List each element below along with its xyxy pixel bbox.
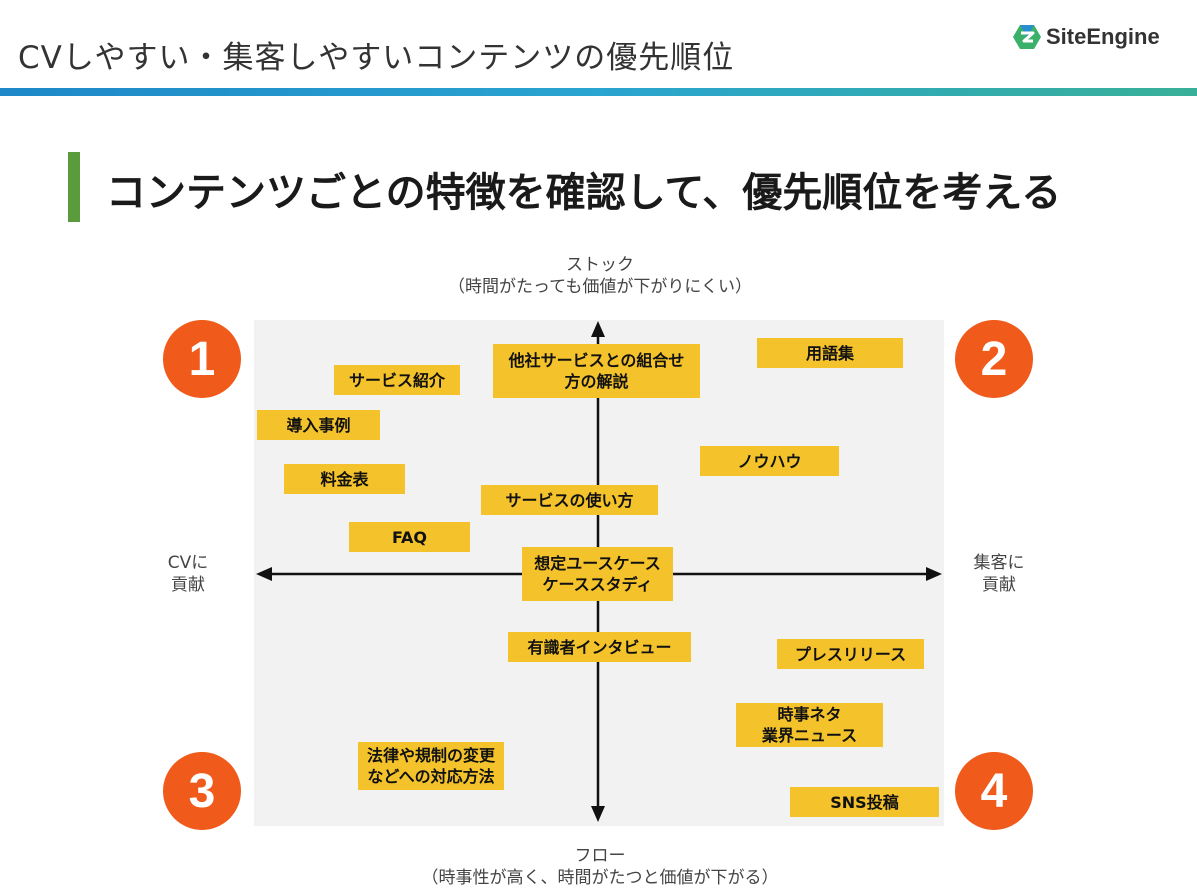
item-partner-combination-line1: 他社サービスとの組合せ [508,351,685,370]
axis-left-line1: CVに [167,553,209,573]
item-news: 時事ネタ 業界ニュース [736,703,883,747]
axis-top-subtitle: （時間がたっても価値が下がりにくい） [448,277,752,297]
axis-top-title: ストック [566,255,634,275]
header-title: CVしやすい・集客しやすいコンテンツの優先順位 [18,40,735,76]
item-law-regulation: 法律や規制の変更 などへの対応方法 [358,742,504,790]
arrow-down-icon [591,806,605,822]
item-news-line1: 時事ネタ [777,705,842,724]
item-glossary: 用語集 [757,338,903,368]
item-use-case-line2: ケーススタディ [542,575,653,594]
axis-right-line2: 貢献 [982,575,1016,595]
item-sns: SNS投稿 [790,787,939,817]
axis-left-line2: 貢献 [171,575,205,595]
item-knowhow: ノウハウ [700,446,839,476]
quadrant-badge-3: 3 [163,752,241,830]
axis-right-label: 集客に 貢献 [964,552,1034,596]
quadrant-badge-1: 1 [163,320,241,398]
item-press-release: プレスリリース [777,639,924,669]
item-service-intro: サービス紹介 [334,365,460,395]
axis-left-label: CVに 貢献 [158,552,218,596]
item-case-studies: 導入事例 [257,410,380,440]
item-expert-interview: 有識者インタビュー [508,632,691,662]
quadrant-badge-4: 4 [955,752,1033,830]
arrow-left-icon [256,567,272,581]
item-partner-combination-line2: 方の解説 [564,372,629,391]
header-divider-bar [0,88,1197,96]
item-law-regulation-line2: などへの対応方法 [367,767,495,786]
axis-bottom-label: フロー （時事性が高く、時間がたつと価値が下がる） [380,845,820,889]
item-faq: FAQ [349,522,470,552]
section-accent-bar [68,152,80,222]
arrow-right-icon [926,567,942,581]
section-title: コンテンツごとの特徴を確認して、優先順位を考える [106,170,1062,216]
axis-top-label: ストック （時間がたっても価値が下がりにくい） [420,254,780,298]
item-pricing: 料金表 [284,464,405,494]
item-law-regulation-line1: 法律や規制の変更 [366,746,495,765]
item-use-case: 想定ユースケース ケーススタディ [522,547,673,601]
axis-bottom-title: フロー [574,846,626,866]
axis-bottom-subtitle: （時事性が高く、時間がたつと価値が下がる） [421,868,779,888]
item-use-case-line1: 想定ユースケース [534,554,661,573]
logo: SiteEngine [1012,24,1160,50]
item-partner-combination: 他社サービスとの組合せ 方の解説 [493,344,700,398]
site-engine-logo-icon [1013,25,1041,49]
axis-right-line1: 集客に [973,553,1025,573]
item-how-to-use: サービスの使い方 [481,485,658,515]
logo-text: SiteEngine [1046,24,1160,49]
arrow-up-icon [591,321,605,337]
quadrant-badge-2: 2 [955,320,1033,398]
item-news-line2: 業界ニュース [761,726,858,745]
